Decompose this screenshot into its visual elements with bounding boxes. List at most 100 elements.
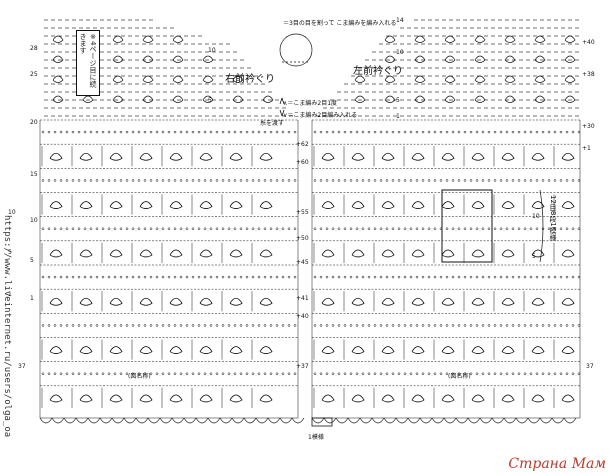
chain-mark <box>313 324 317 327</box>
chain-mark <box>541 275 545 279</box>
legend-motif <box>279 33 313 67</box>
chain-mark <box>439 179 443 182</box>
chain-mark <box>119 130 123 134</box>
shell-motif <box>441 297 455 306</box>
chain-mark <box>499 227 503 230</box>
scallop-edge <box>123 417 137 424</box>
shell-motif <box>321 249 335 258</box>
shell-motif <box>531 201 545 209</box>
row-number-left: 28 <box>30 45 38 52</box>
shell-motif <box>109 394 123 403</box>
shell-motif <box>501 152 515 161</box>
chain-mark <box>149 179 153 182</box>
chain-mark <box>367 227 371 230</box>
chain-mark <box>203 324 207 327</box>
chain-mark <box>89 372 93 375</box>
chain-mark <box>391 275 395 279</box>
chain-mark <box>403 130 407 134</box>
shell-motif <box>112 55 124 63</box>
chain-mark <box>529 324 533 327</box>
chain-mark <box>83 324 87 327</box>
chain-mark <box>167 227 171 230</box>
scallop-edge <box>431 417 445 424</box>
chain-mark <box>427 130 431 134</box>
chain-mark <box>499 372 503 375</box>
chain-mark <box>325 275 329 279</box>
chain-mark <box>571 227 575 230</box>
shell-motif <box>441 152 455 161</box>
shell-motif <box>351 152 365 161</box>
chain-mark <box>571 275 575 279</box>
shell-motif <box>381 201 395 209</box>
shell-motif <box>229 297 243 306</box>
chain-mark <box>379 372 383 375</box>
chain-mark <box>257 130 261 134</box>
scallop-edge <box>311 417 325 424</box>
chain-mark <box>125 324 129 327</box>
chain-mark <box>355 179 359 182</box>
chain-mark <box>385 130 389 134</box>
shell-motif <box>531 394 545 403</box>
chain-mark <box>523 324 527 327</box>
chain-mark <box>95 227 99 230</box>
chain-mark <box>547 275 551 279</box>
chain-mark <box>185 324 189 327</box>
chain-mark <box>287 372 291 375</box>
chain-mark <box>511 324 515 327</box>
chain-mark <box>487 227 491 230</box>
shell-motif <box>381 152 395 161</box>
shell-motif <box>321 297 335 306</box>
row-number-right: +1 <box>582 145 591 152</box>
chain-mark <box>149 372 153 375</box>
scallop-edge <box>135 417 149 424</box>
shell-motif <box>444 55 456 63</box>
shell-motif <box>259 297 273 306</box>
chain-mark <box>215 227 219 230</box>
chain-mark <box>215 130 219 134</box>
row-number-mid: 14 <box>396 17 404 24</box>
chain-mark <box>245 179 249 182</box>
chain-mark <box>275 130 279 134</box>
chain-mark <box>577 179 581 182</box>
scallop-edge <box>563 417 577 424</box>
chain-mark <box>565 324 569 327</box>
chain-mark <box>203 227 207 230</box>
chain-mark <box>409 324 413 327</box>
chain-mark <box>287 227 291 230</box>
chain-mark <box>373 227 377 230</box>
chain-mark <box>173 227 177 230</box>
chain-mark <box>131 227 135 230</box>
chain-mark <box>565 372 569 375</box>
chain-mark <box>221 130 225 134</box>
chain-mark <box>275 275 279 279</box>
chain-mark <box>511 372 515 375</box>
row-number-right: +40 <box>582 39 595 46</box>
chain-mark <box>239 130 243 134</box>
shell-motif <box>354 95 366 103</box>
shell-motif <box>49 394 63 403</box>
shell-motif <box>79 201 93 209</box>
chain-mark <box>209 227 213 230</box>
chain-mark <box>263 275 267 279</box>
shell-motif <box>561 346 575 354</box>
chain-mark <box>325 179 329 182</box>
chain-mark <box>325 130 329 134</box>
chain-mark <box>373 372 377 375</box>
shell-motif <box>229 152 243 161</box>
chain-mark <box>53 324 57 327</box>
chain-mark <box>119 324 123 327</box>
chain-mark <box>101 372 105 375</box>
chain-mark <box>547 130 551 134</box>
row-number-left: 20 <box>30 119 38 126</box>
scallop-edge <box>291 417 305 424</box>
chain-mark <box>343 227 347 230</box>
shell-motif <box>351 346 365 354</box>
decrease-symbol <box>281 97 285 105</box>
chain-mark <box>107 179 111 182</box>
chain-mark <box>113 324 117 327</box>
chain-mark <box>71 179 75 182</box>
shell-motif <box>109 249 123 258</box>
chain-mark <box>143 179 147 182</box>
chain-mark <box>65 130 69 134</box>
chain-mark <box>445 227 449 230</box>
